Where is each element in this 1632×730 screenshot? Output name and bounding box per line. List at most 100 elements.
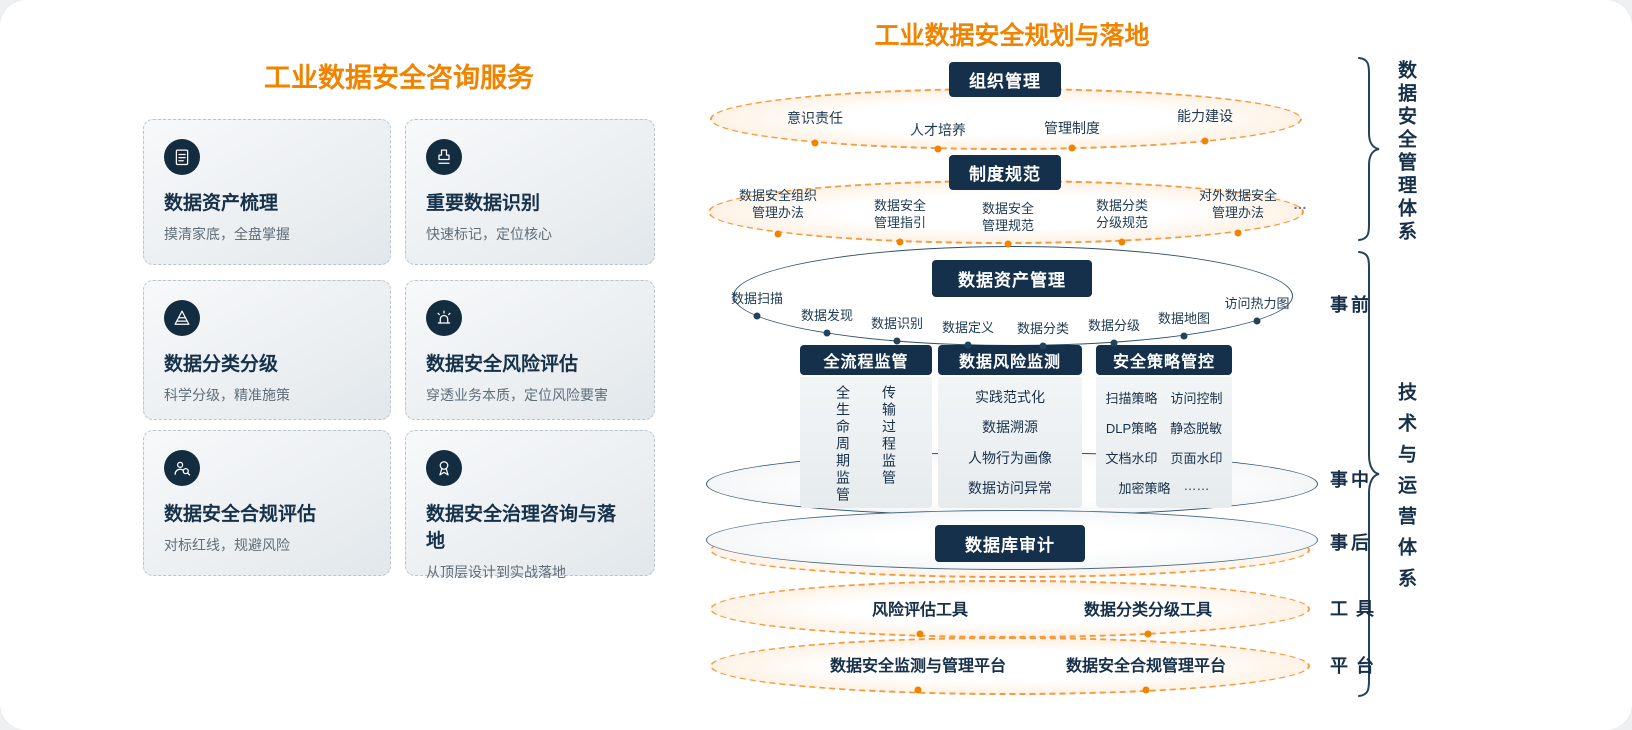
panel-item: 扫描策略 [1105,390,1158,406]
panel-item: 数据访问异常 [968,479,1052,496]
management-system-bracket [1358,57,1380,241]
rules-item-dot [1234,229,1242,237]
panel-row: 扫描策略 访问控制 [1096,388,1232,407]
org-item-label: 能力建设 [1177,108,1233,124]
stamp-icon [426,139,462,175]
asset-item-dot [1110,339,1118,347]
asset-item-dot [1039,342,1047,350]
tool-label: 风险评估工具 [871,602,969,619]
panel-body-full-process: 全生命周期监管 传输过程监管 [800,377,932,508]
rules-item-label: 数据安全组织管理办法 [738,188,817,220]
consult-card-important-data: 重要数据识别 快速标记，定位核心 [405,119,655,265]
card-title: 数据安全治理咨询与落地 [426,504,617,552]
org-item-label: 人才培养 [910,122,966,138]
right-section-title: 工业数据安全规划与落地 [874,22,1150,50]
card-desc: 快速标记，定位核心 [426,226,552,242]
asset-item-dot [893,337,901,345]
rules-item-dot [774,230,782,238]
asset-item-label: 数据地图 [1157,311,1211,326]
org-item-dot [934,145,942,153]
org-item-label: 管理制度 [1044,120,1100,136]
tool-dot [1144,630,1152,638]
panel-item: 全生命周期监管 [835,385,851,504]
card-desc: 摸清家底，全盘掌握 [164,226,290,242]
panel-title-full-process: 全流程监管 [800,345,932,375]
left-section-title: 工业数据安全咨询服务 [264,63,534,93]
card-title: 数据安全合规评估 [164,504,317,525]
asset-item-label: 数据分类 [1016,321,1070,336]
asset-item-dot [823,329,831,337]
rules-more-ellipsis: … [1293,196,1307,212]
rules-item-dot [896,238,904,246]
panel-item: 加密策略 [1118,481,1171,497]
clipboard-list-icon [164,139,200,175]
tech-operation-label: 技术与运营体系 [1395,382,1416,599]
rules-item-label: 数据安全管理指引 [873,198,926,230]
rules-item-dot [1004,240,1012,248]
platform-label: 数据安全合规管理平台 [1065,658,1227,675]
org-item-dot [1068,144,1076,152]
panel-item: …… [1183,478,1210,494]
panel-item: 传输过程监管 [881,385,897,487]
consult-card-governance: 数据安全治理咨询与落地 从顶层设计到实战落地 [405,430,655,580]
card-title: 数据安全风险评估 [426,354,579,375]
consult-card-compliance: 数据安全合规评估 对标红线，规避风险 [143,430,391,576]
panel-item: 实践范式化 [975,389,1045,406]
panel-item: DLP策略 [1105,420,1158,436]
asset-item-label: 数据发现 [800,308,854,323]
panel-title-policy-control: 安全策略管控 [1096,345,1232,375]
tech-operation-bracket [1358,251,1380,697]
asset-item-dot [1180,332,1188,340]
rules-item-label: 数据分类分级规范 [1095,198,1148,230]
rules-item-dot [1118,238,1126,246]
card-title: 重要数据识别 [426,193,541,214]
panel-body-policy-control: 扫描策略 访问控制 DLP策略 静态脱敏 文档水印 页面水印 加密策略 …… [1096,377,1232,508]
platform-dot [1142,686,1150,694]
platform-label: 数据安全监测与管理平台 [829,658,1007,675]
tools-ellipse [710,580,1310,638]
stage-label-tools: 工具 [1330,599,1382,619]
card-title: 数据资产梳理 [164,193,279,214]
panel-item: 数据溯源 [982,419,1038,436]
card-desc: 对标红线，规避风险 [164,537,290,553]
consult-card-risk-assessment: 数据安全风险评估 穿透业务本质，定位风险要害 [405,280,655,420]
asset-item-label: 数据分级 [1087,318,1141,333]
org-item-dot [811,139,819,147]
rules-item-label: 数据安全管理规范 [981,201,1034,233]
panel-row: 文档水印 页面水印 [1096,448,1232,467]
platform-dot [914,686,922,694]
tool-label: 数据分类分级工具 [1083,602,1213,619]
person-audit-icon [164,450,200,486]
asset-item-dot [753,312,761,320]
asset-item-label: 数据定义 [941,320,995,335]
stage-label-during: 事中 [1330,470,1372,490]
panel-item: 访问控制 [1170,390,1223,406]
panel-title-risk-monitor: 数据风险监测 [938,345,1082,375]
tool-dot [916,630,924,638]
database-audit-badge: 数据库审计 [935,525,1085,562]
asset-item-label: 数据识别 [870,316,924,331]
asset-item-dot [1253,317,1261,325]
card-desc: 科学分级，精准施策 [164,387,290,403]
panel-body-risk-monitor: 实践范式化 数据溯源 人物行为画像 数据访问异常 [938,377,1082,508]
org-item-dot [1201,137,1209,145]
card-title: 数据分类分级 [164,354,279,375]
rules-item-label: 对外数据安全管理办法 [1198,188,1277,220]
rules-badge: 制度规范 [949,155,1061,190]
platform-ellipse [710,637,1310,695]
medal-icon [426,450,462,486]
panel-row: DLP策略 静态脱敏 [1096,418,1232,437]
org-management-badge: 组织管理 [949,62,1061,97]
panel-item: 人物行为画像 [968,449,1052,466]
stage-label-before: 事前 [1330,295,1372,315]
asset-item-dot [964,341,972,349]
stage-label-platform: 平台 [1330,656,1382,676]
consult-card-asset-sorting: 数据资产梳理 摸清家底，全盘掌握 [143,119,391,265]
pyramid-layers-icon [164,300,200,336]
panel-item: 页面水印 [1170,451,1223,467]
consult-card-classification: 数据分类分级 科学分级，精准施策 [143,280,391,420]
siren-icon [426,300,462,336]
panel-row: 加密策略 …… [1096,478,1232,497]
card-desc: 从顶层设计到实战落地 [426,564,566,580]
